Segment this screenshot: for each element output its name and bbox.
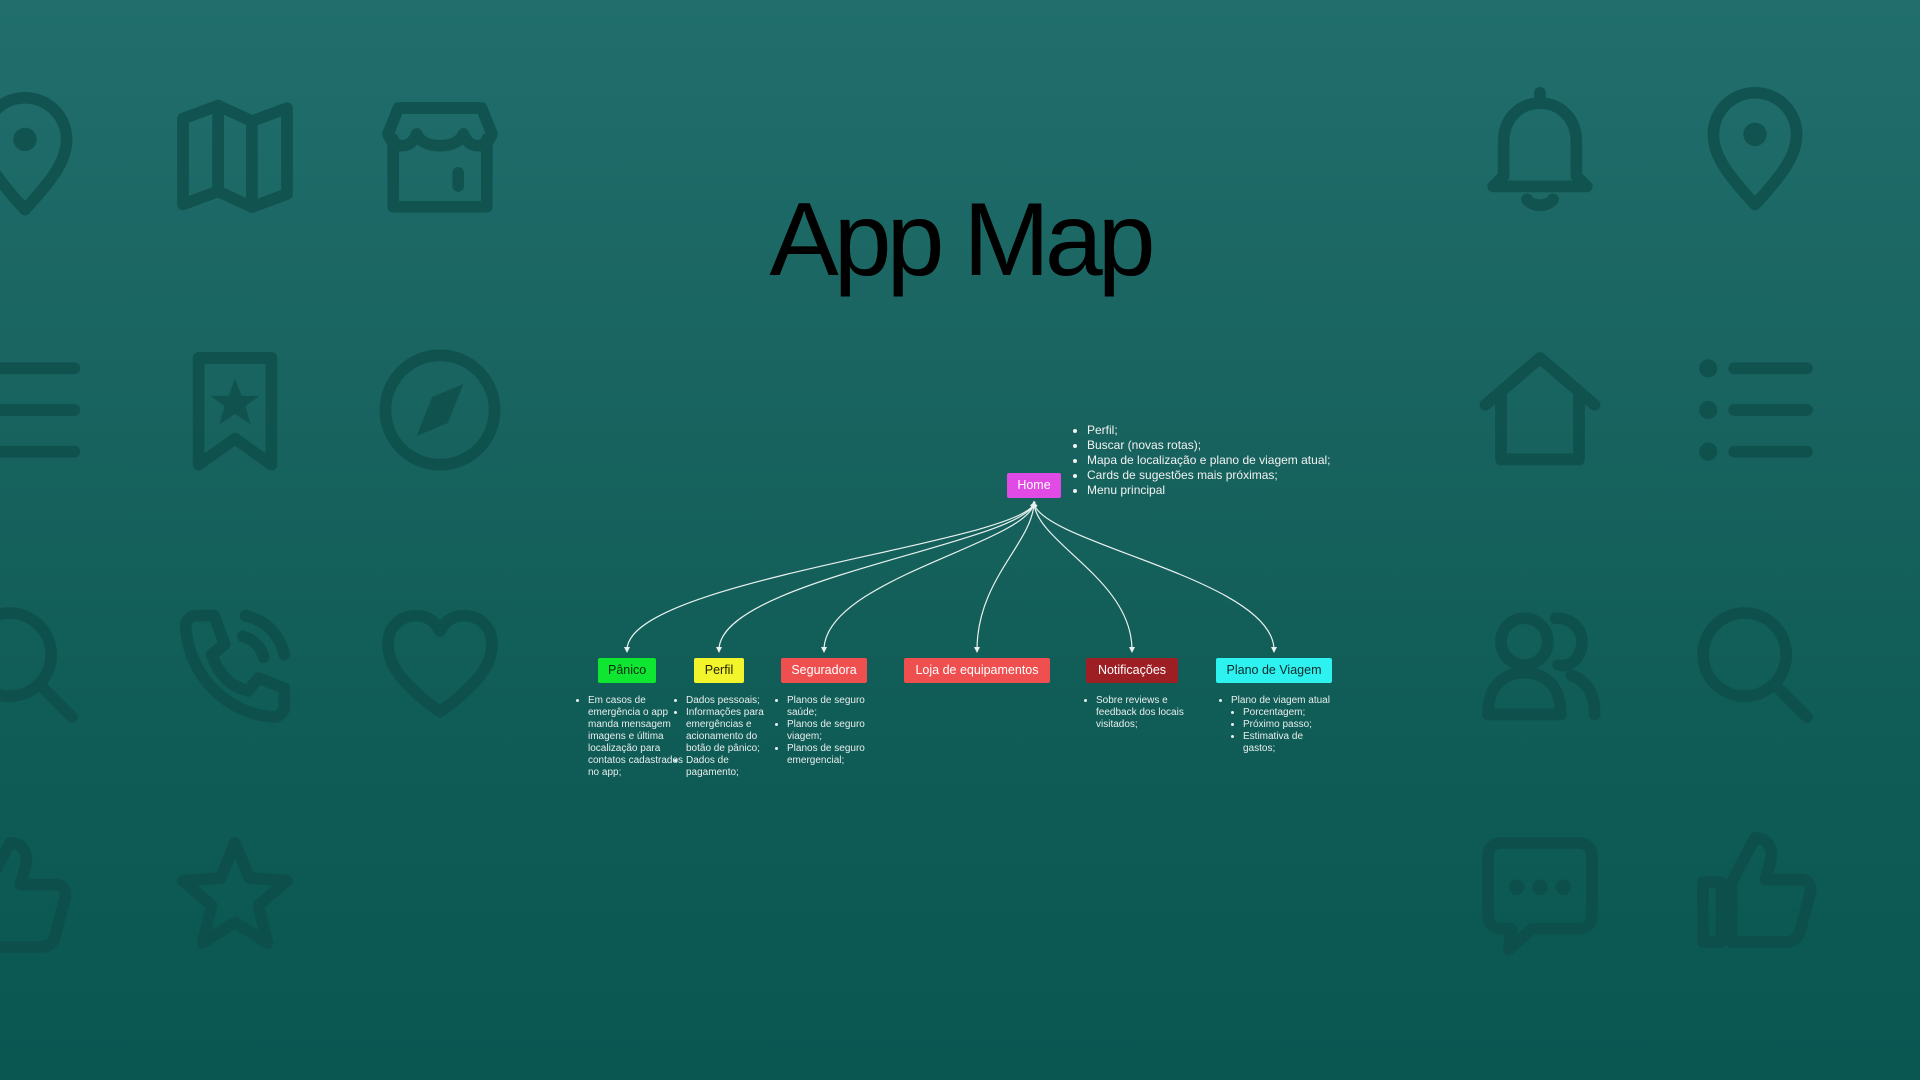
home-icon bbox=[1479, 352, 1601, 466]
seguradora-detail-item: Planos de seguro emergencial; bbox=[787, 743, 883, 767]
plano-sub-list: Porcentagem; Próximo passo; Estimativa d… bbox=[1231, 707, 1337, 755]
bookmark-star-icon bbox=[192, 352, 278, 471]
notificacoes-details-list: Sobre reviews e feedback dos locais visi… bbox=[1086, 695, 1192, 731]
location-pin-icon bbox=[0, 92, 73, 216]
search-icon bbox=[0, 607, 78, 723]
node-notificacoes[interactable]: Notificações bbox=[1086, 658, 1178, 683]
home-detail-item: Cards de sugestões mais próximas; bbox=[1087, 468, 1331, 483]
home-detail-item: Menu principal bbox=[1087, 483, 1331, 498]
node-loja-de-equipamentos[interactable]: Loja de equipamentos bbox=[904, 658, 1050, 683]
plano-sub-item: Porcentagem; bbox=[1243, 707, 1337, 719]
plano-de-viagem-details-list: Plano de viagem atual Porcentagem; Próxi… bbox=[1221, 695, 1337, 755]
connector-line bbox=[1032, 501, 1277, 653]
home-details-list: Perfil; Buscar (novas rotas); Mapa de lo… bbox=[1075, 423, 1331, 498]
connector-line bbox=[624, 501, 1036, 653]
seguradora-detail-item: Planos de seguro saúde; bbox=[787, 695, 883, 719]
compass-icon bbox=[379, 349, 501, 471]
connector-line bbox=[1031, 501, 1135, 653]
plano-sub-item: Estimativa de gastos; bbox=[1243, 731, 1337, 755]
panico-details-list: Em casos de emergência o app manda mensa… bbox=[578, 695, 684, 779]
search-icon bbox=[1697, 607, 1813, 723]
bell-icon bbox=[1487, 86, 1593, 212]
store-icon bbox=[382, 102, 498, 213]
thumbs-up-icon bbox=[1697, 832, 1817, 948]
home-detail-item: Buscar (novas rotas); bbox=[1087, 438, 1331, 453]
plano-sub-item: Próximo passo; bbox=[1243, 719, 1337, 731]
perfil-details-list: Dados pessoais; Informações para emergên… bbox=[676, 695, 780, 779]
node-perfil[interactable]: Perfil bbox=[694, 658, 744, 683]
phone-call-icon bbox=[179, 609, 291, 723]
users-icon bbox=[1482, 612, 1601, 721]
perfil-detail-item: Dados de pagamento; bbox=[686, 755, 780, 779]
chat-icon bbox=[1482, 837, 1598, 956]
menu-lines-icon bbox=[0, 362, 81, 458]
heart-icon bbox=[382, 609, 498, 718]
plano-detail-text: Plano de viagem atual bbox=[1231, 695, 1330, 706]
seguradora-details-list: Planos de seguro saúde; Planos de seguro… bbox=[777, 695, 883, 767]
node-seguradora[interactable]: Seguradora bbox=[781, 658, 867, 683]
node-plano-de-viagem[interactable]: Plano de Viagem bbox=[1216, 658, 1332, 683]
location-pin-icon bbox=[1707, 87, 1803, 211]
list-icon bbox=[1699, 359, 1813, 461]
notificacoes-detail-item: Sobre reviews e feedback dos locais visi… bbox=[1096, 695, 1192, 731]
node-panico[interactable]: Pânico bbox=[598, 658, 656, 683]
node-home[interactable]: Home bbox=[1007, 473, 1061, 498]
page-title: App Map bbox=[769, 182, 1155, 298]
home-detail-item: Perfil; bbox=[1087, 423, 1331, 438]
map-icon bbox=[177, 99, 293, 213]
seguradora-detail-item: Planos de seguro viagem; bbox=[787, 719, 883, 743]
thumbs-up-icon bbox=[0, 837, 72, 953]
connector-line bbox=[716, 501, 1036, 653]
connector-line bbox=[974, 501, 1037, 653]
plano-detail-item: Plano de viagem atual Porcentagem; Próxi… bbox=[1231, 695, 1337, 755]
home-detail-item: Mapa de localização e plano de viagem at… bbox=[1087, 453, 1331, 468]
connector-line bbox=[821, 501, 1037, 653]
star-icon bbox=[177, 837, 293, 949]
perfil-detail-item: Dados pessoais; bbox=[686, 695, 780, 707]
perfil-detail-item: Informações para emergências e acionamen… bbox=[686, 707, 780, 755]
panico-detail-item: Em casos de emergência o app manda mensa… bbox=[588, 695, 684, 779]
